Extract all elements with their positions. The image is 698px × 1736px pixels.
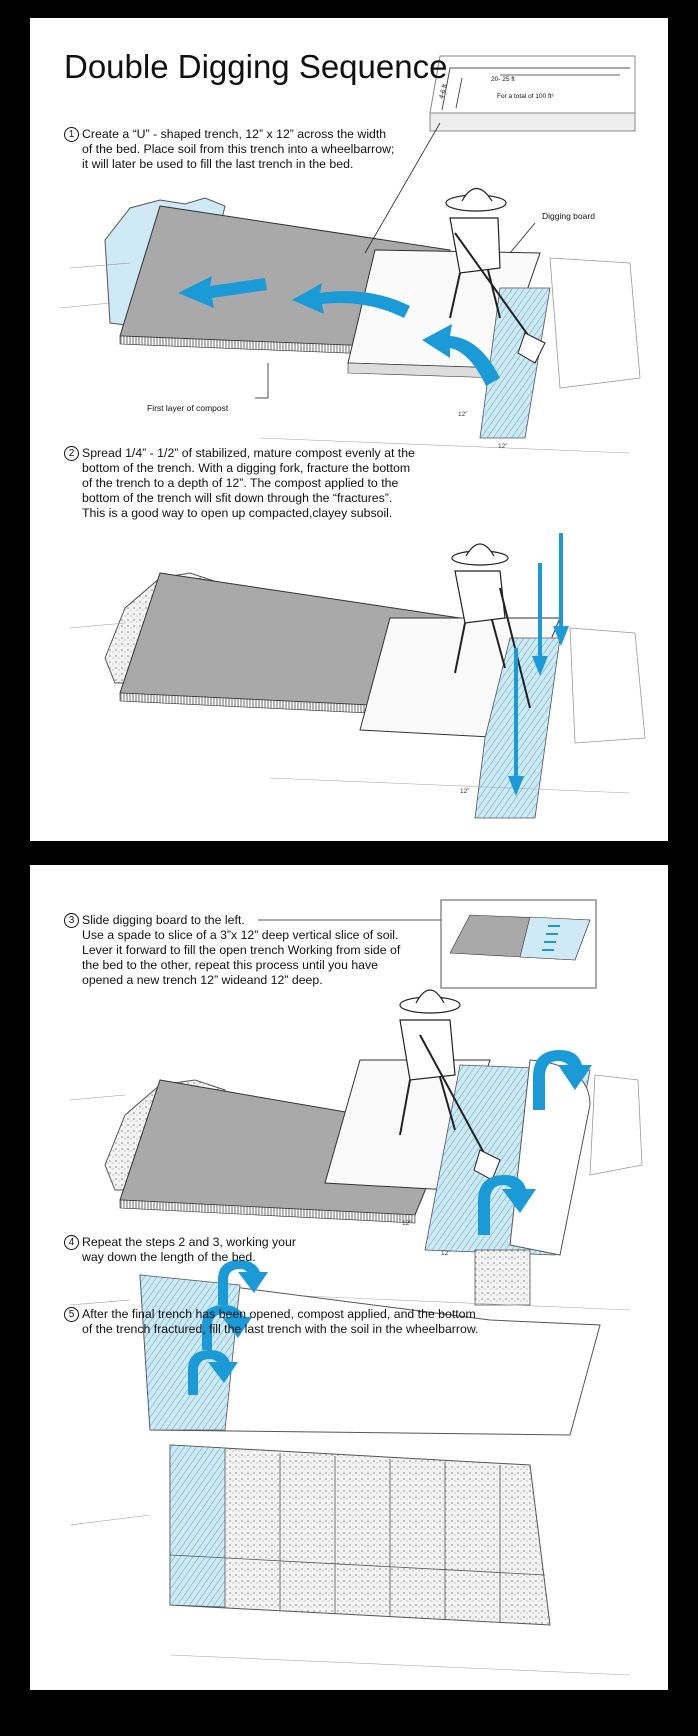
step-2-line-4: bottom of the trench will sfit down thro… xyxy=(82,491,484,506)
step-5-line-2: of the trench fractured, fill the last t… xyxy=(82,1322,624,1337)
step-1-number: 1 xyxy=(64,127,79,142)
step-5-text: 5 After the final trench has been opened… xyxy=(64,1307,624,1337)
step-4-text: 4 Repeat the steps 2 and 3, working your… xyxy=(64,1235,364,1265)
step-4-line-1: Repeat the steps 2 and 3, working your xyxy=(82,1235,364,1250)
step-5-line-1: After the final trench has been opened, … xyxy=(82,1307,624,1322)
step-4-number: 4 xyxy=(64,1235,79,1250)
step-3-line-3: Lever it forward to fill the open trench… xyxy=(82,943,464,958)
digging-board-label: Digging board xyxy=(542,211,595,221)
step-2-line-3: of the trench to a depth of 12”. The com… xyxy=(82,476,484,491)
inset-area-note: For a total of 100 ft² xyxy=(497,93,554,100)
step-2-line-5: This is a good way to open up compacted,… xyxy=(82,506,484,521)
trench-depth-dim-2: 12” xyxy=(460,788,469,795)
step-1-line-1: Create a “U” - shaped trench, 12” x 12” … xyxy=(82,127,464,142)
step-2-number: 2 xyxy=(64,446,79,461)
trench-depth-dim-1: 12” xyxy=(458,411,467,418)
step-2-line-2: bottom of the trench. With a digging for… xyxy=(82,461,484,476)
step-5-number: 5 xyxy=(64,1307,79,1322)
scene-3-5-illustration xyxy=(30,865,668,1690)
step-1-text: 1 Create a “U” - shaped trench, 12” x 12… xyxy=(64,127,464,172)
step-1-line-2: of the bed. Place soil from this trench … xyxy=(82,142,464,157)
step-2-text: 2 Spread 1/4” - 1/2” of stabilized, matu… xyxy=(64,446,484,521)
first-compost-layer-label: First layer of compost xyxy=(147,403,228,413)
step-4-line-2: way down the length of the bed. xyxy=(82,1250,364,1265)
step-3-line-4: the bed to the other, repeat this proces… xyxy=(82,958,464,973)
step-3-text: 3 Slide digging board to the left. Use a… xyxy=(64,913,464,988)
step-1-line-3: it will later be used to fill the last t… xyxy=(82,157,464,172)
trench-depth-dim-3: 12” xyxy=(402,1220,411,1227)
step-3-line-5: opened a new trench 12” wideand 12” deep… xyxy=(82,973,464,988)
page-title: Double Digging Sequence xyxy=(64,48,447,86)
step-3-number: 3 xyxy=(64,913,79,928)
top-panel: Double Digging Sequence 20- 25 ft 4-6 ft… xyxy=(30,18,668,841)
step-3-line-1: Slide digging board to the left. xyxy=(82,913,464,928)
digging-board-leader xyxy=(510,223,535,253)
trench-width-dim-1: 12” xyxy=(498,443,507,450)
bottom-panel: 3 Slide digging board to the left. Use a… xyxy=(30,865,668,1690)
step-2-line-1: Spread 1/4” - 1/2” of stabilized, mature… xyxy=(82,446,484,461)
step3-scene xyxy=(70,1060,642,1310)
step2-scene xyxy=(70,573,645,818)
trench-width-dim-3: 12” xyxy=(441,1250,450,1257)
step1-scene xyxy=(60,198,640,453)
inset-width-label: 20- 25 ft xyxy=(491,76,515,83)
step-3-line-2: Use a spade to slice of a 3”x 12” deep v… xyxy=(82,928,464,943)
